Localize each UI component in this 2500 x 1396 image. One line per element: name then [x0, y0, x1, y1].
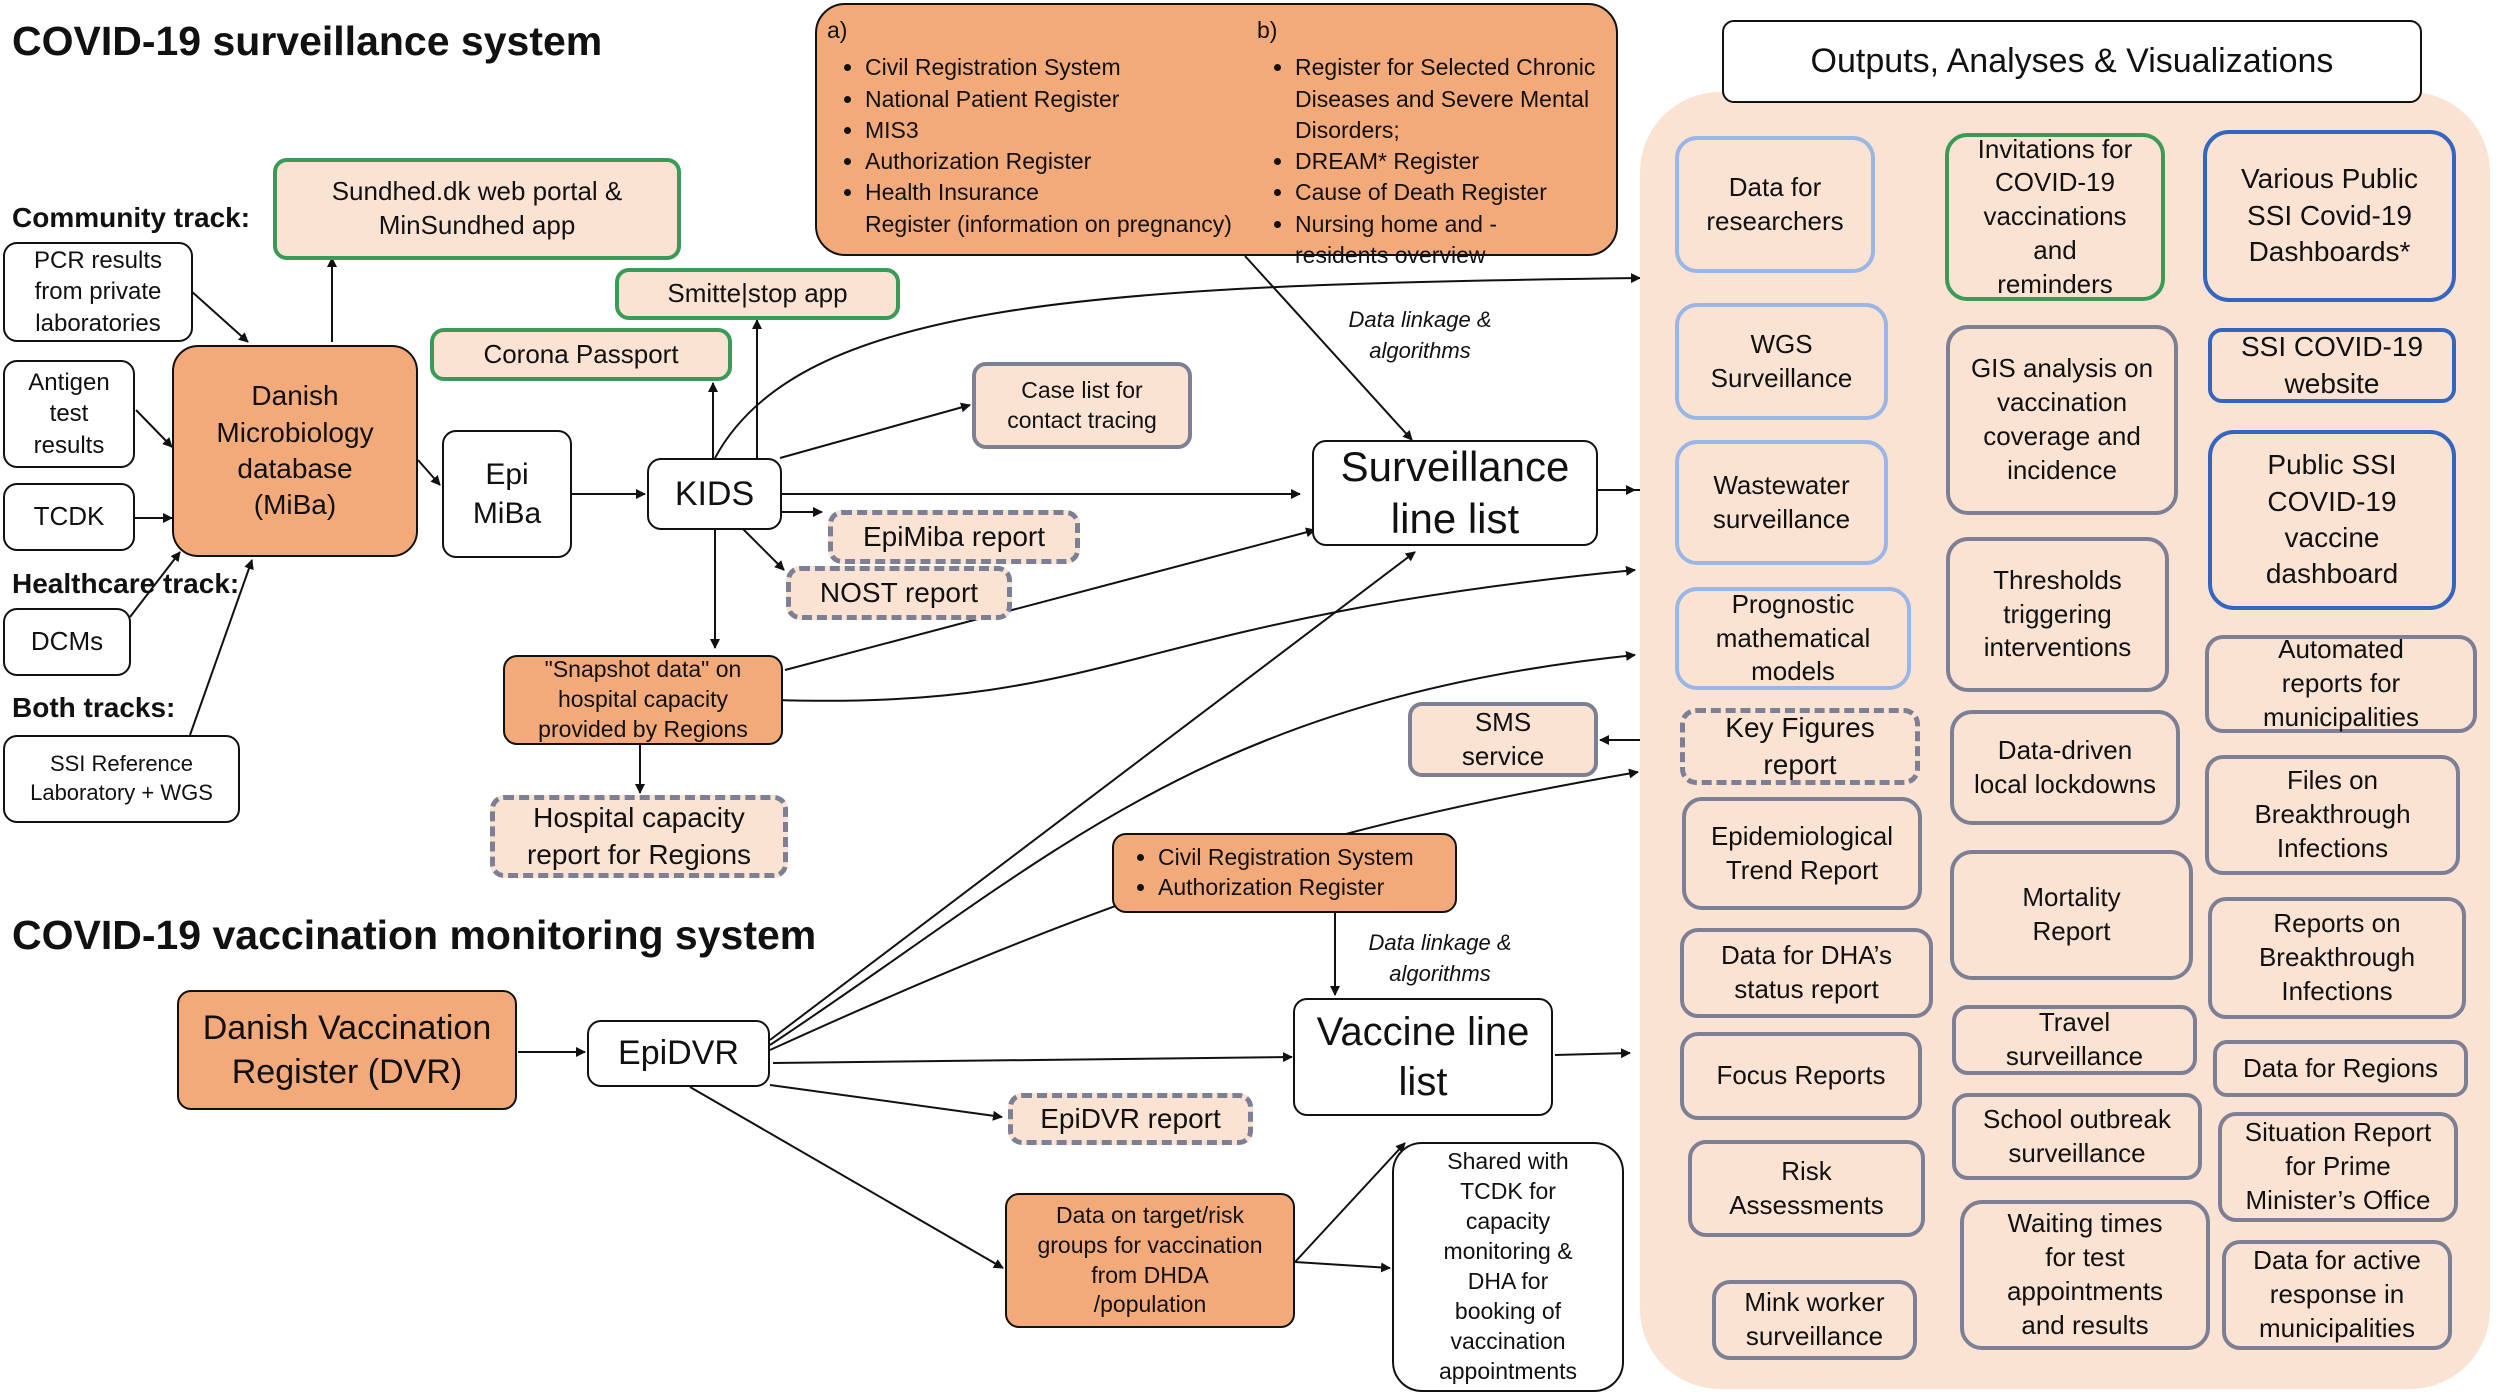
- dvr-box: Danish Vaccination Register (DVR): [177, 990, 517, 1110]
- output-data-for-regions: Data for Regions: [2213, 1040, 2468, 1097]
- community-track-label: Community track:: [12, 202, 251, 233]
- arrow-epidvr-target: [689, 1086, 1004, 1269]
- arrow-target-vaccline: [1294, 1142, 1406, 1263]
- output-active-response-data: Data for active response in municipaliti…: [2222, 1240, 2452, 1350]
- register-item: Civil Registration System: [865, 52, 1297, 83]
- register-item: Authorization Register: [1158, 873, 1414, 903]
- register-item: MIS3: [865, 115, 1297, 146]
- output-wgs-surveillance: WGS Surveillance: [1675, 303, 1888, 420]
- snapshot-data-box: "Snapshot data" on hospital capacity pro…: [503, 655, 783, 745]
- arrow-epidvr-panel: [769, 650, 1636, 1046]
- both-tracks-label: Both tracks:: [12, 692, 176, 723]
- arrow-registers-survline: [1244, 255, 1413, 441]
- linkage-annotation-2: Data linkage & algorithms: [1368, 930, 1512, 986]
- case-list-box: Case list for contact tracing: [972, 362, 1192, 449]
- output-waiting-times: Waiting times for test appointments and …: [1960, 1200, 2210, 1350]
- miba-box: Danish Microbiology database (MiBa): [172, 345, 418, 557]
- registers-a-label: a): [827, 17, 848, 43]
- sundhed-portal-box: Sundhed.dk web portal & MinSundhed app: [273, 158, 681, 260]
- output-mink-worker-surveillance: Mink worker surveillance: [1712, 1280, 1917, 1360]
- output-travel-surveillance: Travel surveillance: [1952, 1005, 2197, 1075]
- output-thresholds: Thresholds triggering interventions: [1946, 537, 2169, 692]
- surveillance-line-list-box: Surveillance line list: [1312, 440, 1598, 546]
- register-item: Health Insurance Register (information o…: [865, 177, 1297, 240]
- arrow-ssi-miba: [189, 559, 254, 736]
- register-item: DREAM* Register: [1295, 146, 1617, 177]
- epimiba-report-box: EpiMiba report: [828, 510, 1080, 564]
- dcms-box: DCMs: [3, 608, 131, 676]
- civil-authorization-box: Civil Registration System Authorization …: [1112, 833, 1457, 913]
- arrow-antigen-miba: [135, 409, 173, 448]
- smittestop-app-box: Smitte|stop app: [615, 268, 900, 320]
- arrow-kids-topright: [714, 273, 1641, 459]
- ssi-reference-lab-box: SSI Reference Laboratory + WGS: [3, 735, 240, 823]
- kids-box: KIDS: [647, 458, 782, 530]
- linkage-annotation-1: Data linkage & algorithms: [1348, 307, 1492, 363]
- pcr-results-box: PCR results from private laboratories: [3, 242, 193, 342]
- registers-box: a) Civil Registration System National Pa…: [815, 3, 1618, 268]
- hospital-capacity-report-box: Hospital capacity report for Regions: [490, 795, 788, 878]
- output-data-for-researchers: Data for researchers: [1675, 136, 1875, 273]
- output-breakthrough-files: Files on Breakthrough Infections: [2205, 755, 2460, 875]
- arrow-epidvr-epidvrreport: [769, 1084, 1003, 1121]
- output-prognostic-models: Prognostic mathematical models: [1675, 587, 1911, 690]
- register-item: Civil Registration System: [1158, 843, 1414, 873]
- output-epidemiological-trend-report: Epidemiological Trend Report: [1682, 797, 1922, 910]
- arrow-epidvr-vaccline: [772, 1052, 1293, 1064]
- corona-passport-box: Corona Passport: [430, 328, 732, 381]
- output-school-outbreak-surveillance: School outbreak surveillance: [1952, 1093, 2202, 1180]
- output-ssi-website: SSI COVID-19 website: [2208, 328, 2456, 403]
- arrow-kids-nost: [741, 527, 785, 571]
- outputs-header: Outputs, Analyses & Visualizations: [1722, 20, 2422, 103]
- arrow-pcr-miba: [189, 289, 249, 343]
- output-breakthrough-reports: Reports on Breakthrough Infections: [2208, 897, 2466, 1019]
- register-item: Register for Selected Chronic Diseases a…: [1295, 52, 1617, 146]
- registers-b-list: Register for Selected Chronic Diseases a…: [1257, 52, 1617, 271]
- registers-a-list: Civil Registration System National Patie…: [827, 52, 1297, 240]
- output-wastewater-surveillance: Wastewater surveillance: [1675, 440, 1888, 565]
- arrow-snapshot-survline: [784, 527, 1316, 671]
- epidvr-report-box: EpiDVR report: [1008, 1093, 1253, 1145]
- register-item: Nursing home and - residents overview: [1295, 209, 1617, 272]
- arrow-epidvr-survline: [769, 551, 1416, 1041]
- output-key-figures-report: Key Figures report: [1680, 708, 1920, 785]
- arrow-snapshot-panel: [774, 565, 1636, 702]
- epidvr-box: EpiDVR: [587, 1020, 770, 1087]
- output-public-dashboards: Various Public SSI Covid-19 Dashboards*: [2203, 130, 2456, 302]
- output-situation-report: Situation Report for Prime Minister’s Of…: [2218, 1112, 2458, 1222]
- target-groups-box: Data on target/risk groups for vaccinati…: [1005, 1193, 1295, 1328]
- vaccination-title: COVID-19 vaccination monitoring system: [12, 912, 817, 958]
- register-item: National Patient Register: [865, 84, 1297, 115]
- output-vaccine-dashboard: Public SSI COVID-19 vaccine dashboard: [2208, 430, 2456, 610]
- shared-with-tcdk-box: Shared with TCDK for capacity monitoring…: [1392, 1142, 1624, 1392]
- register-item: Authorization Register: [865, 146, 1297, 177]
- epimiba-box: Epi MiBa: [442, 430, 572, 558]
- output-risk-assessments: Risk Assessments: [1688, 1140, 1925, 1237]
- output-automated-municipal-reports: Automated reports for municipalities: [2205, 634, 2477, 733]
- tcdk-box: TCDK: [3, 483, 135, 551]
- antigen-results-box: Antigen test results: [3, 360, 135, 468]
- healthcare-track-label: Healthcare track:: [12, 568, 240, 599]
- output-vaccination-invitations: Invitations for COVID-19 vaccinations an…: [1945, 133, 2165, 301]
- nost-report-box: NOST report: [786, 566, 1012, 620]
- output-focus-reports: Focus Reports: [1680, 1032, 1922, 1120]
- surveillance-title: COVID-19 surveillance system: [12, 18, 603, 64]
- registers-b-label: b): [1257, 17, 1278, 43]
- arrow-target-shared: [1294, 1261, 1391, 1273]
- output-dha-status-report: Data for DHA’s status report: [1680, 928, 1933, 1018]
- arrow-dcms-miba: [129, 551, 181, 618]
- sms-service-box: SMS service: [1408, 702, 1598, 777]
- arrow-miba-epimiba: [417, 459, 441, 486]
- output-gis-analysis: GIS analysis on vaccination coverage and…: [1946, 325, 2178, 515]
- arrow-kids-caselist: [779, 402, 971, 459]
- arrow-vaccline-panel: [1554, 1048, 1631, 1059]
- register-item: Cause of Death Register: [1295, 177, 1617, 208]
- vaccine-line-list-box: Vaccine line list: [1293, 998, 1553, 1116]
- output-mortality-report: Mortality Report: [1950, 850, 2193, 980]
- output-local-lockdowns: Data-driven local lockdowns: [1950, 710, 2180, 825]
